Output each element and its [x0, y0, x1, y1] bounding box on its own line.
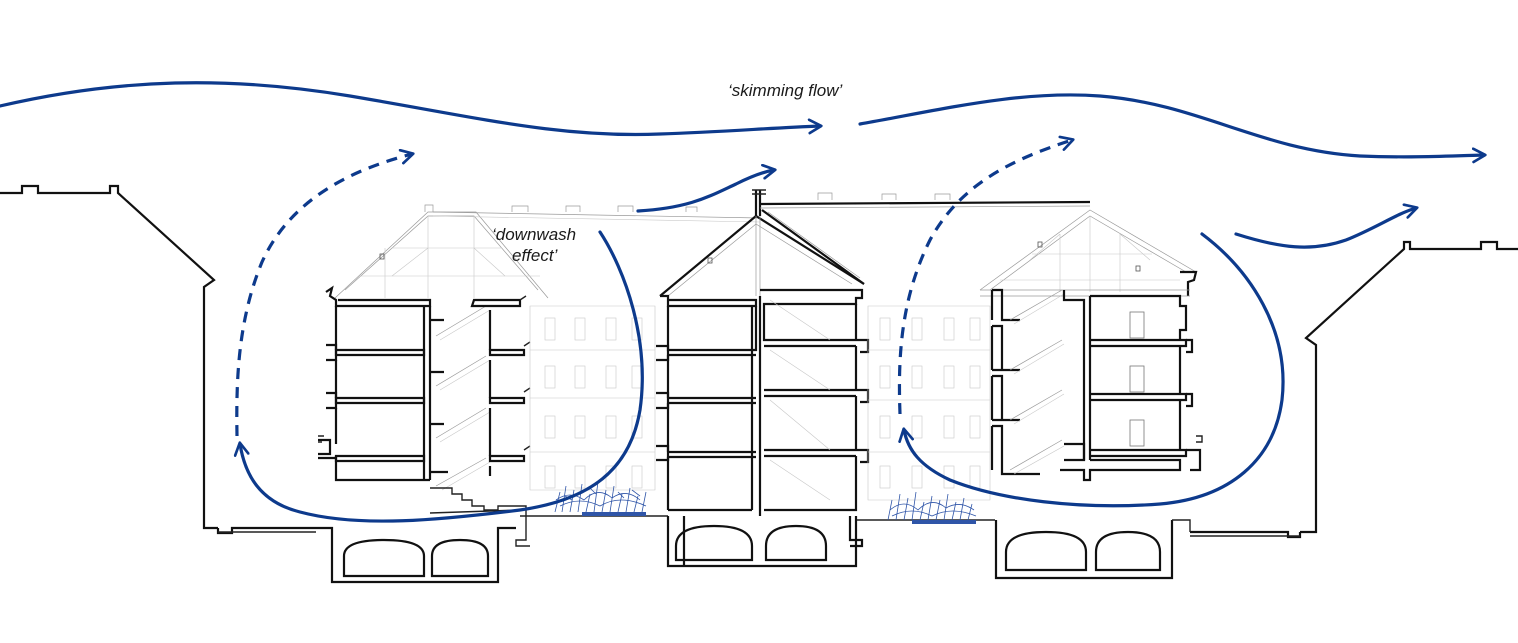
downwash-label-line2: effect’ [512, 246, 558, 265]
updraft-arrow-right [897, 135, 1075, 415]
downwash-label-line1: ‘downwash [492, 225, 576, 244]
left-building-section [316, 204, 761, 584]
left-neighbour-building [0, 184, 218, 530]
courtyard-vegetation-right [887, 491, 977, 524]
right-building-section [979, 209, 1203, 580]
skimming-flow-arrow [0, 81, 1487, 164]
right-rooftop-arrow [1234, 203, 1419, 249]
roof-overflow-arrow [636, 163, 777, 213]
vortex-arrow-right [898, 232, 1285, 508]
right-neighbour-building [1300, 240, 1518, 534]
updraft-arrow-left [235, 148, 415, 437]
downwash-arrow [233, 230, 644, 523]
middle-building-section [656, 189, 1091, 568]
skimming-flow-label: ‘skimming flow’ [728, 81, 843, 100]
